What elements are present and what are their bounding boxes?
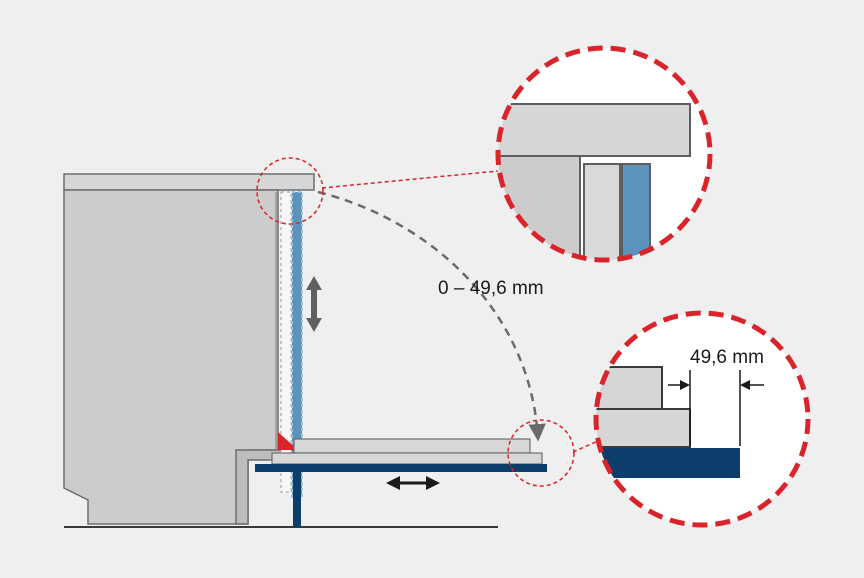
zoom-detail-bottom (593, 310, 811, 528)
connector-top (321, 170, 499, 189)
horizontal-arrow-icon (386, 476, 440, 490)
zoom-detail-top (495, 45, 713, 263)
detail-marker-bottom (507, 419, 575, 487)
upper-plate (293, 438, 531, 454)
detail-marker-top (256, 157, 324, 225)
offset-dimension-label: 49,6 mm (690, 347, 764, 368)
connector-bottom (572, 440, 599, 453)
red-wedge (278, 432, 298, 450)
navy-base (255, 464, 547, 472)
door-gap (280, 191, 292, 493)
distance-range-label: 0 – 49,6 mm (438, 278, 544, 299)
navy-support (293, 472, 301, 527)
lower-plate (271, 452, 543, 465)
worktop (63, 173, 315, 191)
vertical-arrow-icon (306, 276, 322, 332)
travel-arc (317, 190, 546, 442)
